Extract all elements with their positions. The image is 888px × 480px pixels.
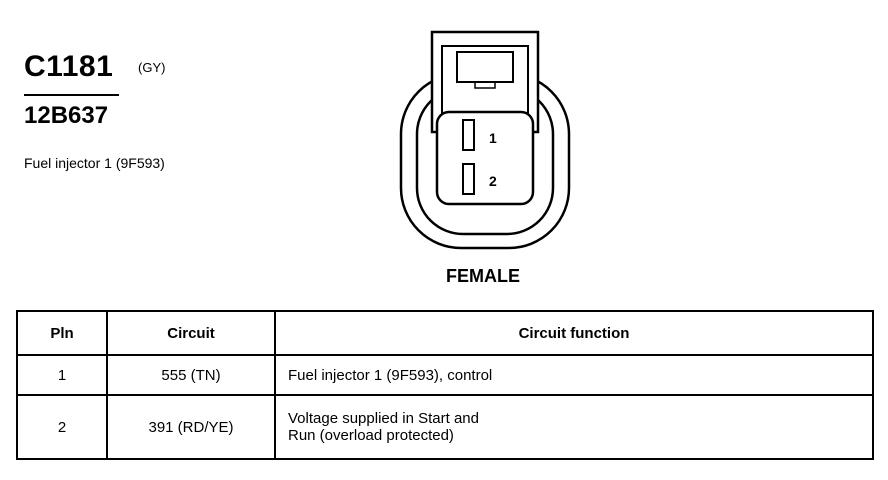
- header-circuit-function: Circuit function: [274, 310, 874, 356]
- table-row: 2 391 (RD/YE) Voltage supplied in Start …: [16, 394, 874, 460]
- pin-table-header: Pln Circuit Circuit function: [16, 310, 874, 356]
- circuit-cell: 391 (RD/YE): [106, 394, 276, 460]
- header-circuit: Circuit: [106, 310, 276, 356]
- pin-cell: 1: [16, 354, 108, 396]
- function-cell: Voltage supplied in Start and Run (overl…: [274, 394, 874, 460]
- pin-2-label: 2: [489, 173, 497, 189]
- part-number: 12B637: [24, 102, 109, 129]
- function-cell: Fuel injector 1 (9F593), control: [274, 354, 874, 396]
- pin-cell: 2: [16, 394, 108, 460]
- terminal-cavity-face: [435, 110, 535, 206]
- connector-description: Fuel injector 1 (9F593): [24, 155, 165, 171]
- header-pin: Pln: [16, 310, 108, 356]
- circuit-cell: 555 (TN): [106, 354, 276, 396]
- pin-1-label: 1: [489, 130, 497, 146]
- function-line: Run (overload protected): [288, 427, 454, 444]
- connector-gender: FEMALE: [446, 266, 520, 286]
- connector-id: C1181: [24, 50, 114, 83]
- title-divider: [24, 94, 119, 96]
- pin-table: Pln Circuit Circuit function 1 555 (TN) …: [16, 310, 874, 460]
- pin-1-terminal: [462, 119, 475, 151]
- pin-2-terminal: [462, 163, 475, 195]
- color-code: (GY): [138, 60, 166, 75]
- function-line: Voltage supplied in Start and: [288, 410, 479, 427]
- locking-tab-notch: [474, 81, 496, 89]
- connector-face-diagram: 1 2: [399, 30, 571, 250]
- table-row: 1 555 (TN) Fuel injector 1 (9F593), cont…: [16, 354, 874, 396]
- function-line: Fuel injector 1 (9F593), control: [288, 366, 493, 384]
